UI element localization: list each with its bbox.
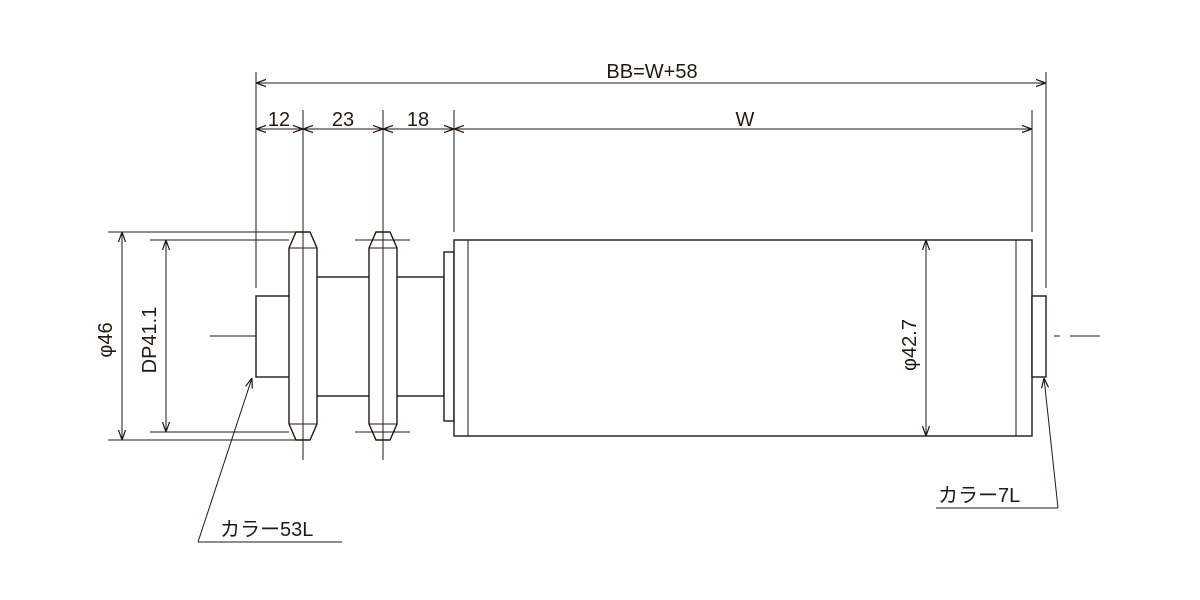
left-collar xyxy=(255,295,291,378)
roller-tube xyxy=(453,239,1033,437)
right-collar xyxy=(1031,295,1047,378)
dim-dia-46-label: φ46 xyxy=(95,322,117,357)
callout-left-leader xyxy=(197,378,252,543)
hub-flange xyxy=(443,251,455,422)
dim-18-label: 18 xyxy=(407,109,429,131)
hub-left xyxy=(315,276,375,397)
callout-right-label: カラー7L xyxy=(938,485,1020,507)
callout-right-leader xyxy=(1044,378,1059,509)
dim-dia-427-label: φ42.7 xyxy=(899,319,921,371)
dim-23-label: 23 xyxy=(332,109,354,131)
hub-right xyxy=(393,276,445,397)
dim-w-label: W xyxy=(736,109,755,131)
dim-dp-label: DP41.1 xyxy=(139,307,161,374)
dim-12-label: 12 xyxy=(268,109,290,131)
dim-overall-label: BB=W+58 xyxy=(606,61,697,83)
callout-left-label: カラー53L xyxy=(220,519,313,541)
